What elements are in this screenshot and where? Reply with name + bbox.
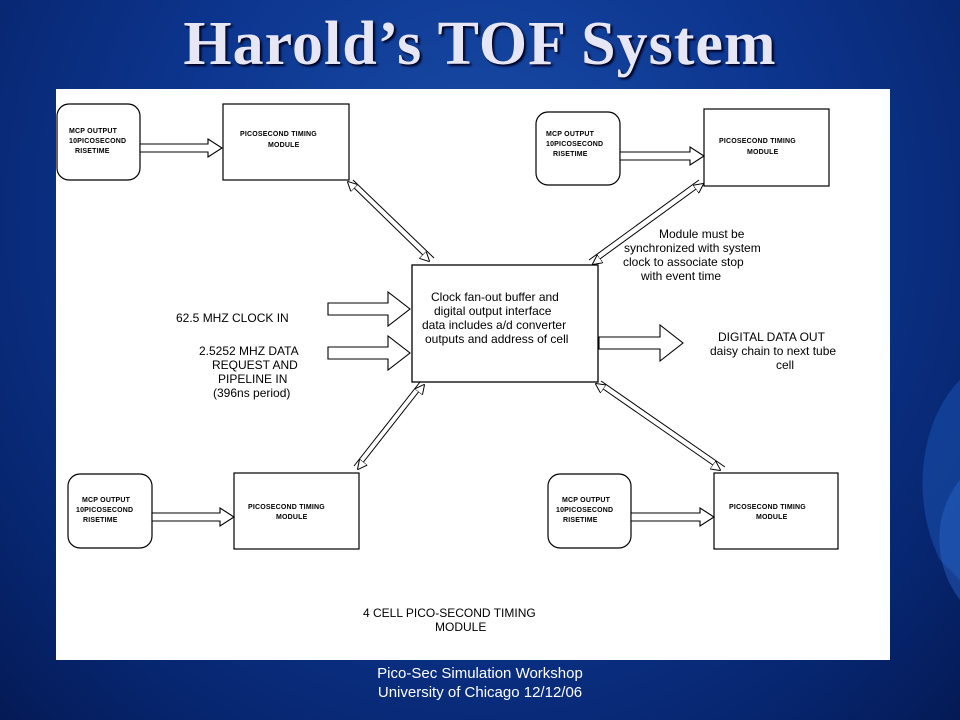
svg-text:10PICOSECOND: 10PICOSECOND [556,507,613,514]
svg-text:data includes a/d converter: data includes a/d converter [422,318,566,332]
mcp-label-bottom-left: MCP OUTPUT 10PICOSECOND RISETIME [76,497,133,524]
footer-line-1: Pico-Sec Simulation Workshop [377,665,583,682]
svg-text:clock to associate stop: clock to associate stop [623,255,744,269]
svg-text:PICOSECOND TIMING: PICOSECOND TIMING [729,504,806,511]
svg-text:MCP OUTPUT: MCP OUTPUT [69,128,118,135]
svg-text:PICOSECOND TIMING: PICOSECOND TIMING [719,138,796,145]
timing-module-bottom-right [713,472,839,550]
svg-text:MODULE: MODULE [756,514,788,521]
svg-text:cell: cell [776,358,794,372]
link-bottom-left [353,381,424,469]
mcp-to-timing-arrows [139,137,716,528]
mcp-label-bottom-right: MCP OUTPUT 10PICOSECOND RISETIME [556,497,613,524]
svg-text:PIPELINE IN: PIPELINE IN [218,372,287,386]
svg-text:10PICOSECOND: 10PICOSECOND [546,141,603,148]
sync-note: Module must be synchronized with system … [623,227,761,283]
bidirectional-links [348,179,726,470]
timing-label-bottom-right: PICOSECOND TIMING MODULE [729,504,806,521]
svg-text:RISETIME: RISETIME [83,517,118,524]
arrow-mcp-timing-top-left [139,137,224,159]
arrow-mcp-timing-bottom-right [630,506,716,528]
svg-text:MODULE: MODULE [747,149,779,156]
timing-module-top-right [703,108,830,187]
svg-text:2.5252 MHZ DATA: 2.5252 MHZ DATA [199,344,299,358]
data-out-arrow [598,323,684,363]
svg-text:Module must be: Module must be [659,227,745,241]
mcp-box-top-right [535,111,621,186]
svg-text:MCP OUTPUT: MCP OUTPUT [82,497,131,504]
decorative-swoosh [922,380,960,600]
diagram-panel: MCP OUTPUT 10PICOSECOND RISETIME MCP OUT… [56,89,890,660]
tof-system-diagram: MCP OUTPUT 10PICOSECOND RISETIME MCP OUT… [56,103,839,634]
svg-text:DIGITAL DATA OUT: DIGITAL DATA OUT [718,330,826,344]
svg-text:daisy chain to next tube: daisy chain to next tube [710,344,836,358]
svg-text:MODULE: MODULE [276,514,308,521]
mcp-label-top-left: MCP OUTPUT 10PICOSECOND RISETIME [69,128,126,155]
timing-label-bottom-left: PICOSECOND TIMING MODULE [248,504,325,521]
timing-module-top-left [222,103,350,181]
svg-text:with event time: with event time [640,269,721,283]
mcp-label-top-right: MCP OUTPUT 10PICOSECOND RISETIME [546,131,603,158]
clock-in-label: 62.5 MHZ CLOCK IN [176,311,289,325]
central-fanout-box [411,264,599,383]
svg-text:10PICOSECOND: 10PICOSECOND [69,138,126,145]
mcp-box-bottom-left [67,473,153,549]
svg-text:10PICOSECOND: 10PICOSECOND [76,507,133,514]
svg-text:MCP OUTPUT: MCP OUTPUT [562,497,611,504]
central-box-text: Clock fan-out buffer and digital output … [422,290,568,346]
svg-text:REQUEST AND: REQUEST AND [212,358,298,372]
arrow-mcp-timing-top-right [619,145,706,167]
data-out-label: DIGITAL DATA OUT daisy chain to next tub… [710,330,836,372]
svg-text:digital output interface: digital output interface [434,304,552,318]
svg-text:RISETIME: RISETIME [553,151,588,158]
footer-line-2: University of Chicago 12/12/06 [377,684,583,701]
svg-text:synchronized with system: synchronized with system [624,241,761,255]
svg-text:MODULE: MODULE [435,620,486,634]
clock-in-arrow [327,290,411,328]
input-arrows [327,290,411,372]
svg-text:(396ns period): (396ns period) [213,386,290,400]
arrow-mcp-timing-bottom-left [151,506,236,528]
svg-text:Clock fan-out buffer and: Clock fan-out buffer and [431,290,559,304]
svg-text:4 CELL PICO-SECOND TIMING: 4 CELL PICO-SECOND TIMING [363,606,536,620]
link-bottom-right [596,380,726,470]
data-request-label: 2.5252 MHZ DATA REQUEST AND PIPELINE IN … [199,344,299,400]
svg-text:MODULE: MODULE [268,142,300,149]
slide-footer: Pico-Sec Simulation Workshop University … [0,664,960,702]
svg-text:PICOSECOND TIMING: PICOSECOND TIMING [248,504,325,511]
timing-module-bottom-left [233,472,360,550]
svg-text:RISETIME: RISETIME [563,517,598,524]
svg-text:RISETIME: RISETIME [75,148,110,155]
svg-text:outputs and address of cell: outputs and address of cell [425,332,568,346]
diagram-caption: 4 CELL PICO-SECOND TIMING MODULE [363,606,536,634]
svg-text:MCP OUTPUT: MCP OUTPUT [546,131,595,138]
svg-text:PICOSECOND TIMING: PICOSECOND TIMING [240,131,317,138]
link-top-right [588,179,703,264]
mcp-box-bottom-right [547,473,632,549]
link-top-left [348,179,435,261]
slide-title: Harold’s TOF System [183,10,777,78]
mcp-box-top-left [56,103,141,181]
timing-label-top-right: PICOSECOND TIMING MODULE [719,138,796,156]
data-request-arrow [327,334,411,372]
timing-label-top-left: PICOSECOND TIMING MODULE [240,131,317,149]
